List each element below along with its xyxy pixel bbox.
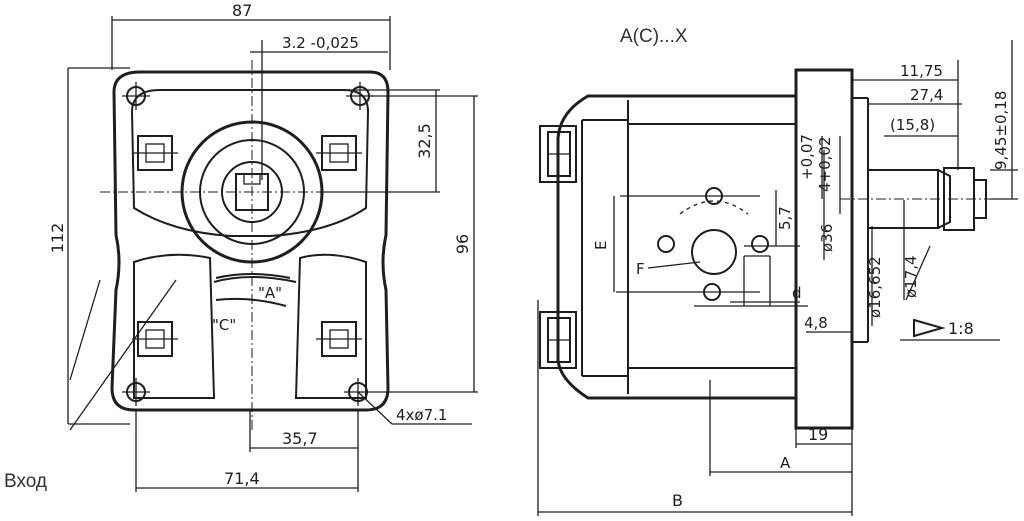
dim-hole-height: 96 [453,234,472,254]
dim-height-112: 112 [48,223,67,254]
dim-a: A [780,454,791,472]
taper-symbol [900,318,1000,341]
dim-shaft-key: 3.2 -0,025 [282,34,359,52]
port-label-d: d [792,284,802,302]
mount-hole-tr [346,82,374,110]
bolt-head-bl [132,321,178,357]
dim-9-45: 9,45±0,18 [992,91,1010,170]
rotation-label-a: "A" [258,284,282,302]
bolt-head-tr [316,135,362,171]
drive-shaft [840,167,1000,231]
dim-d17-4: ø17,4 [902,255,920,298]
dim-b: B [672,491,683,510]
dim-d36: ø36 [818,224,836,252]
side-view: A(C)...X [537,26,1018,516]
dim-shaft-height: 32,5 [415,123,434,159]
bolt-nut-top [539,125,577,183]
port-label-f: F [636,260,645,278]
dim-4-8: 4,8 [804,314,828,332]
bolt-head-tl [132,135,178,171]
dim-half-spacing: 35,7 [282,429,318,448]
flange-plate [110,70,390,412]
dim-tol-2: 4+0,02 [816,136,834,192]
pump-body [556,94,798,400]
dim-5-7: 5,7 [776,206,794,230]
inlet-label: Вход [4,471,47,492]
dim-width-87: 87 [232,1,252,20]
bolt-head-br [316,321,362,357]
mount-hole-bl [122,378,150,406]
mount-hole-tl [122,82,150,110]
mount-flange [794,68,854,430]
view-title: A(C)...X [620,26,688,47]
port-label-e: E [592,241,610,250]
dim-27-4: 27,4 [910,86,943,104]
dim-d16-652: ø16,652 [866,256,884,318]
dim-hole-spacing: 71,4 [224,469,260,488]
port-pattern [613,187,808,307]
dim-taper: 1:8 [948,319,974,338]
dim-15-8: (15,8) [890,116,935,134]
front-view: 87 3.2 -0,025 112 [4,1,478,492]
rotation-label-c: "C" [212,316,236,334]
dim-tol-1: +0,07 [798,134,816,180]
dim-11-75: 11,75 [900,62,943,80]
bolt-nut-bottom [539,311,577,369]
dim-mount-holes: 4xø7.1 [396,406,447,424]
dim-19: 19 [808,425,828,444]
